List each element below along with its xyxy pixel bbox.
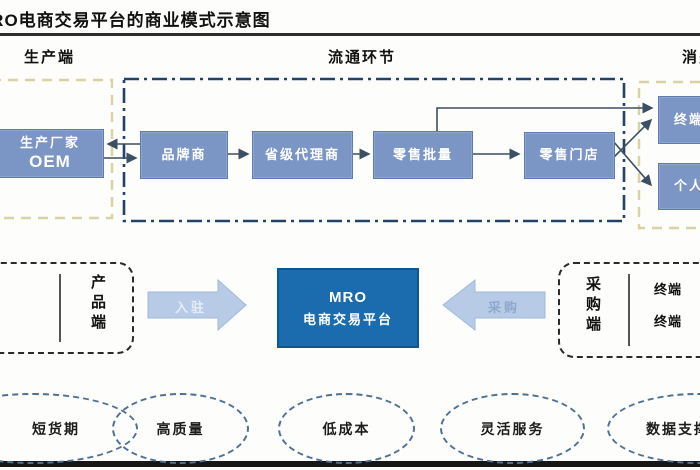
advantage-label-cost: 低成本 bbox=[322, 420, 371, 437]
purchase-item-2: 终端 bbox=[654, 314, 683, 329]
advantage-ellipse-quality: 高质量 bbox=[112, 393, 249, 464]
box-terminal: 终端 bbox=[658, 96, 700, 144]
purchase-item-1: 终端 bbox=[654, 282, 683, 297]
arrow-store-to-terminal bbox=[612, 118, 653, 159]
platform-box: MRO 电商交易平台 bbox=[277, 268, 419, 348]
advantage-ellipse-cost: 低成本 bbox=[278, 393, 415, 464]
title-divider bbox=[0, 33, 700, 36]
advantage-label-data: 数据支撑 bbox=[646, 420, 700, 437]
advantage-label-service: 灵活服务 bbox=[480, 420, 545, 437]
box-brand-label: 品牌商 bbox=[161, 146, 207, 162]
box-oem-line2: OEM bbox=[29, 152, 71, 171]
bottom-divider bbox=[0, 461, 700, 467]
advantage-ellipse-data: 数据支撑 bbox=[607, 393, 700, 464]
platform-line2: 电商交易平台 bbox=[302, 311, 393, 327]
box-brand: 品牌商 bbox=[140, 131, 228, 179]
box-personal: 个人 bbox=[658, 163, 700, 210]
advantage-label-quality: 高质量 bbox=[156, 420, 205, 437]
advantage-label-leadtime: 短货期 bbox=[32, 420, 80, 437]
advantage-ellipse-service: 灵活服务 bbox=[440, 393, 585, 464]
box-oem: 生产厂家 OEM bbox=[0, 129, 104, 178]
product-side-pod: 产品端 bbox=[0, 262, 134, 354]
box-personal-label: 个人 bbox=[673, 178, 700, 194]
purchase-side-label: 采购端 bbox=[584, 276, 601, 336]
box-terminal-label: 终端 bbox=[673, 111, 700, 127]
purchase-arrow-label: 采购 bbox=[487, 300, 520, 315]
box-agent-label: 省级代理商 bbox=[264, 146, 340, 162]
product-pod-divider bbox=[59, 274, 61, 342]
arrow-store-to-personal bbox=[612, 140, 653, 187]
box-agent: 省级代理商 bbox=[252, 131, 353, 179]
box-wholesale: 零售批量 bbox=[373, 131, 473, 179]
product-side-label: 产品端 bbox=[89, 274, 106, 334]
platform-line1: MRO bbox=[329, 289, 367, 307]
arrow-wholesale-to-terminal bbox=[436, 102, 654, 131]
section-label-circulation: 流通环节 bbox=[328, 49, 397, 66]
box-oem-line1: 生产厂家 bbox=[19, 134, 80, 150]
section-label-production: 生产端 bbox=[24, 49, 76, 66]
purchase-side-pod: 采购端 终端 终端 bbox=[558, 262, 700, 358]
purchase-pod-divider bbox=[628, 274, 630, 346]
box-wholesale-label: 零售批量 bbox=[392, 146, 453, 162]
box-store: 零售门店 bbox=[524, 132, 615, 179]
page-title: MRO电商交易平台的商业模式示意图 bbox=[0, 11, 271, 30]
box-store-label: 零售门店 bbox=[539, 147, 600, 163]
section-label-consumption: 消费端 bbox=[682, 49, 700, 66]
enter-arrow-label: 入驻 bbox=[174, 300, 207, 315]
